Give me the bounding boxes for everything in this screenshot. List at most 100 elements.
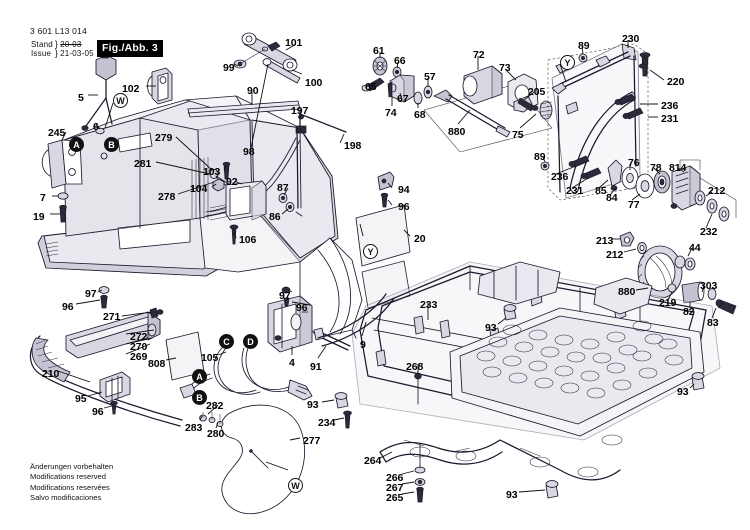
part-277-blade (199, 404, 306, 515)
parts-92-106-cluster (212, 58, 303, 245)
callout-245: 245 (48, 127, 66, 139)
saw-housing-assembly (37, 95, 363, 339)
callout-78: 78 (650, 162, 662, 174)
callout-278: 278 (158, 191, 176, 203)
callout-74: 74 (385, 107, 397, 119)
callout-212: 212 (606, 249, 624, 261)
callout-283: 283 (185, 422, 203, 434)
callout-814: 814 (669, 162, 687, 174)
callout-95: 95 (75, 393, 87, 405)
callout-234: 234 (318, 417, 336, 429)
callout-99: 99 (223, 62, 235, 74)
part-code: 3 601 L13 014 (30, 26, 87, 36)
callout-89: 89 (578, 40, 590, 52)
callout-231: 231 (661, 113, 679, 125)
callout-281: 281 (134, 158, 152, 170)
callout-4: 4 (289, 357, 295, 369)
callout-57: 57 (424, 71, 436, 83)
callout-104: 104 (190, 183, 208, 195)
parts-76-232-gearbox (607, 159, 737, 315)
footer-line-es: Salvo modificaciones (30, 493, 102, 503)
callout-93: 93 (677, 386, 689, 398)
callout-232: 232 (700, 226, 718, 238)
marker-a-7: A (192, 369, 207, 384)
callout-67: 67 (397, 93, 409, 105)
callout-83: 83 (707, 317, 719, 329)
marker-w-0: W (113, 93, 128, 108)
callout-97: 97 (85, 288, 97, 300)
footer-line-en: Modifications reserved (30, 472, 106, 482)
callout-5: 5 (78, 92, 84, 104)
callout-101: 101 (285, 37, 303, 49)
callout-19: 19 (33, 211, 45, 223)
callout-82: 82 (683, 306, 695, 318)
callout-880: 880 (448, 126, 466, 138)
callout-73: 73 (499, 62, 511, 74)
callout-65: 65 (365, 81, 377, 93)
revision-table: Stand } 20-03 Issue } 21-03-05 (30, 40, 95, 59)
callout-267: 267 (386, 482, 404, 494)
footer-line-de: Änderungen vorbehalten (30, 462, 114, 471)
marker-d-6: D (243, 334, 258, 349)
part-4-switch-box (267, 286, 351, 353)
marker-y-3: Y (363, 244, 378, 259)
callout-105: 105 (201, 352, 219, 364)
callout-100: 100 (305, 77, 323, 89)
callout-270: 270 (130, 341, 148, 353)
callout-96: 96 (296, 302, 308, 314)
revision-label-issue: Issue (31, 49, 52, 58)
callout-77: 77 (628, 199, 640, 211)
callout-266: 266 (386, 472, 404, 484)
part-75-spring (539, 100, 553, 120)
callout-68: 68 (414, 109, 426, 121)
part-102-clamp (147, 67, 173, 105)
parts-61-880-shaft (361, 56, 511, 138)
callout-84: 84 (606, 192, 618, 204)
callout-264: 264 (364, 455, 382, 467)
callout-20: 20 (414, 233, 426, 245)
callout-9: 9 (360, 339, 366, 351)
callout-96: 96 (398, 201, 410, 213)
part-9-chute (317, 293, 395, 347)
parts-72-205-housing (423, 65, 553, 153)
revision-row-stand: Stand } 20-03 (30, 40, 95, 50)
callout-197: 197 (291, 105, 309, 117)
callout-103: 103 (203, 166, 221, 178)
callout-272: 272 (130, 331, 148, 343)
callout-44: 44 (689, 242, 701, 254)
callout-236: 236 (551, 171, 569, 183)
cable-harness-105 (179, 347, 313, 401)
callout-98: 98 (243, 146, 255, 158)
callout-97: 97 (279, 290, 291, 302)
callout-93: 93 (485, 322, 497, 334)
callout-230: 230 (622, 33, 640, 45)
parts-93-feet (334, 304, 705, 499)
revision-label-stand: Stand (31, 40, 53, 49)
callout-90: 90 (247, 85, 259, 97)
brace-issue: } (54, 48, 59, 58)
callout-236: 236 (661, 100, 679, 112)
callout-61: 61 (373, 45, 385, 57)
callout-92: 92 (226, 176, 238, 188)
callout-93: 93 (506, 489, 518, 501)
marker-c-5: C (219, 334, 234, 349)
document-header: 3 601 L13 014 Stand } 20-03 Issue } 21-0… (30, 26, 95, 58)
callout-280: 280 (207, 428, 225, 440)
callout-277: 277 (303, 435, 321, 447)
callout-85: 85 (595, 185, 607, 197)
callout-66: 66 (394, 55, 406, 67)
footer-line-fr: Modifications reservées (30, 482, 110, 492)
callout-76: 76 (628, 157, 640, 169)
marker-y-4: Y (560, 55, 575, 70)
callout-205: 205 (528, 86, 546, 98)
parts-90-198-rail (187, 100, 347, 134)
callout-91: 91 (310, 361, 322, 373)
revision-value-stand: 20-03 (60, 40, 82, 49)
marker-a-1: A (69, 137, 84, 152)
callout-212: 212 (708, 185, 726, 197)
parts-7-19-fasteners (57, 192, 69, 223)
callout-102: 102 (122, 83, 140, 95)
callout-93: 93 (307, 399, 319, 411)
figure-label-box: Fig./Abb. 3 (97, 40, 163, 57)
